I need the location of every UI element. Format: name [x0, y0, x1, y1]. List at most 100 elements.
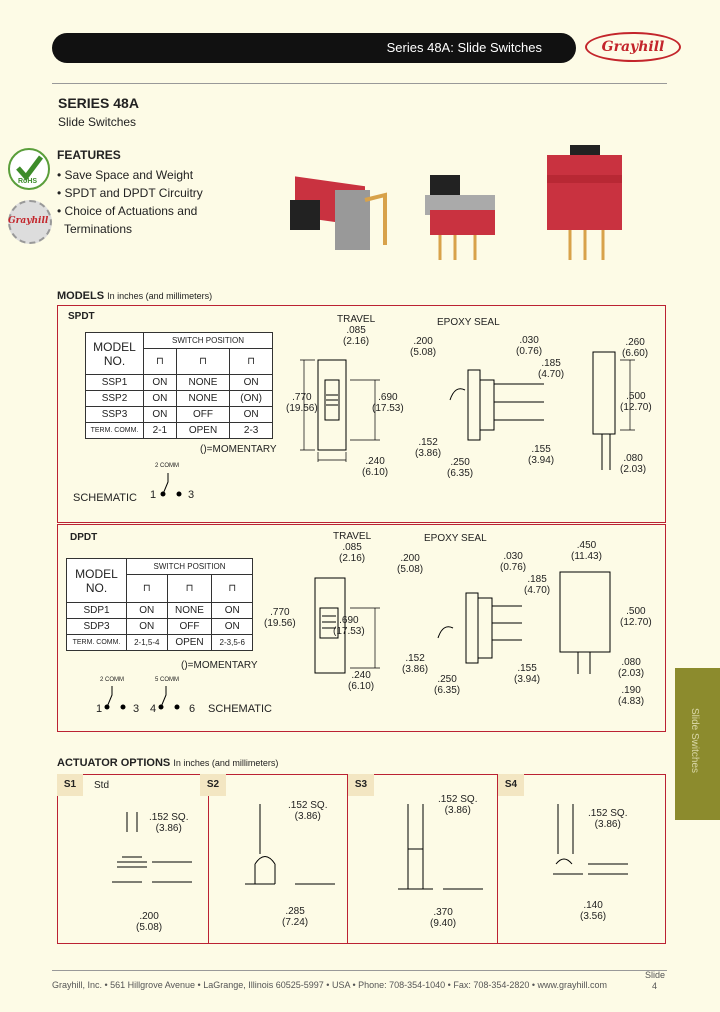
dim-text: (7.24) [282, 917, 309, 928]
option-code: S3 [348, 774, 374, 796]
cell: 2-1,5-4 [126, 634, 168, 651]
features-list: • Save Space and Weight • SPDT and DPDT … [57, 166, 203, 238]
dim-text: .152 [418, 437, 438, 448]
cell: ON [229, 406, 273, 423]
actuator-heading-row: ACTUATOR OPTIONS In inches (and millimet… [57, 757, 278, 769]
dim-text: (3.86) [294, 811, 321, 822]
dim-250: .250(6.35) [447, 457, 473, 479]
dim-text: .690 [339, 615, 359, 626]
option-code: S1 [57, 774, 83, 796]
dim-text: TRAVEL [337, 314, 376, 325]
dim-text: (0.76) [500, 562, 527, 573]
rohs-icon: RoHS [8, 148, 50, 190]
dim-text: (5.08) [410, 347, 437, 358]
dim-text: (6.35) [447, 468, 474, 479]
dim-text: .152 SQ. [149, 812, 189, 823]
dim-770: .770(19.56) [264, 607, 296, 629]
feature-item: • SPDT and DPDT Circuitry [57, 186, 203, 200]
cell: 2-1 [143, 422, 177, 439]
cell: TERM. COMM. [85, 422, 144, 439]
dim-epoxy: EPOXY SEAL [424, 533, 487, 544]
dim-text: .030 [503, 551, 523, 562]
dim-text: (12.70) [620, 617, 652, 628]
dim-text: .200 [413, 336, 433, 347]
dim-text: (6.35) [434, 685, 461, 696]
dim-text: (3.86) [444, 805, 471, 816]
dim-epoxy: EPOXY SEAL [437, 317, 500, 328]
comm-label: 5 COMM [155, 677, 179, 683]
feature-item: • Save Space and Weight [57, 168, 194, 182]
cell: ON [211, 618, 253, 635]
dim-text: .200 [400, 553, 420, 564]
dim-text: (2.03) [618, 668, 645, 679]
dim-text: .285 [285, 906, 305, 917]
dim-text: (5.08) [397, 564, 424, 575]
dim-text: .155 [531, 444, 551, 455]
dim-text: .500 [626, 391, 646, 402]
schematic-label: SCHEMATIC [73, 492, 137, 504]
dim-500: .500(12.70) [620, 391, 652, 413]
rohs-label: RoHS [18, 178, 38, 185]
dim-text: .240 [351, 670, 371, 681]
actuator-option-s1: S1 Std .152 SQ.(3.86) .200(5.08) [57, 774, 209, 944]
dim-text: .260 [625, 337, 645, 348]
cell: SSP1 [85, 374, 144, 391]
cell: (ON) [229, 390, 273, 407]
dim-text: .500 [626, 606, 646, 617]
footer-section: Slide [645, 970, 666, 980]
option-name: Std [94, 780, 110, 791]
cell: ON [143, 406, 177, 423]
actuator-s1-drawing [112, 812, 192, 883]
dim-text: .190 [621, 685, 641, 696]
model-no-header: MODEL NO. [66, 558, 127, 603]
dim-text: .250 [450, 457, 470, 468]
cell: SSP2 [85, 390, 144, 407]
pin-1: 1 [150, 489, 157, 501]
header-title: Series 48A: Slide Switches [386, 40, 542, 55]
cell: 2-3,5-6 [211, 634, 253, 651]
dim-text: (3.94) [528, 455, 555, 466]
position-icon: ⊓ [126, 574, 168, 603]
schematic-symbol [104, 686, 180, 710]
actuator-option-s2: S2 .152 SQ.(3.86) .285(7.24) [200, 774, 348, 944]
dim-030: .030(0.76) [516, 335, 542, 357]
dim-text: (17.53) [333, 626, 365, 637]
dim-text: (3.86) [415, 448, 442, 459]
dim-text: .152 SQ. [288, 800, 328, 811]
dim-text: (0.76) [516, 346, 543, 357]
cell: OFF [175, 406, 231, 423]
switch-photo-1 [290, 176, 387, 250]
series-title: SERIES 48A [58, 95, 139, 111]
dim-text: .200 [139, 911, 159, 922]
dim-text: (2.03) [620, 464, 647, 475]
cell: ON [143, 390, 177, 407]
actuator-s4-drawing [553, 804, 628, 875]
dim-text: (2.16) [343, 336, 370, 347]
dim-155: .155(3.94) [528, 444, 554, 466]
dim-text: .140 [583, 900, 603, 911]
footer-text: Grayhill, Inc. • 561 Hillgrove Avenue • … [52, 980, 608, 990]
dim-text: .030 [519, 335, 539, 346]
cell: OPEN [166, 634, 213, 651]
dim-text: .450 [576, 540, 597, 551]
dim-sq: .152 SQ.(3.86) [149, 812, 188, 834]
series-subtitle: Slide Switches [58, 115, 137, 129]
dpdt-label: DPDT [70, 532, 98, 543]
comm-label: 2 COMM [155, 463, 179, 469]
dim-text: (3.86) [402, 664, 429, 675]
dim-240: .240(6.10) [362, 456, 388, 478]
actuator-s2-drawing [245, 804, 335, 885]
dim-text: (3.94) [514, 674, 541, 685]
product-photo [290, 145, 622, 260]
dim-152: .152(3.86) [402, 653, 428, 675]
dim-text: (17.53) [372, 403, 404, 414]
actuator-option-s3: S3 .152 SQ.(3.86) .370(9.40) [348, 774, 498, 944]
dim-240: .240(6.10) [348, 670, 374, 692]
actuator-s3-drawing [398, 804, 483, 890]
dim-text: .152 [405, 653, 425, 664]
feature-item: Terminations [64, 222, 133, 236]
dim-text: .240 [365, 456, 385, 467]
